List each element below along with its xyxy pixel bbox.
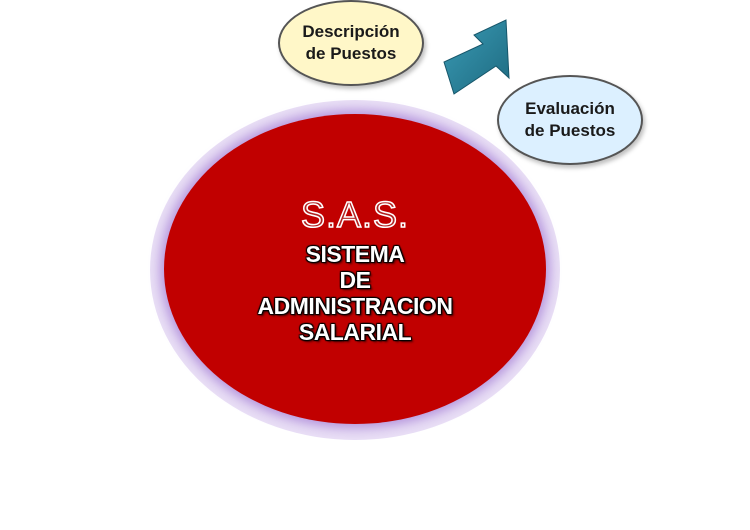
sas-ellipse — [164, 114, 546, 424]
sas-line-2: DE — [339, 267, 371, 293]
evaluacion-line-2: de Puestos — [524, 121, 616, 140]
flow-arrow-icon — [443, 19, 510, 95]
descripcion-line-2: de Puestos — [305, 44, 397, 63]
sas-line-3: ADMINISTRACION — [257, 293, 453, 319]
sas-line-4: SALARIAL — [298, 319, 412, 345]
sas-acronym: S.A.S. — [300, 193, 410, 236]
descripcion-line-1: Descripción — [302, 22, 400, 41]
descripcion-puestos-bubble: Descripción de Puestos — [278, 0, 424, 86]
sas-line-1: SISTEMA — [305, 241, 405, 267]
evaluacion-line-1: Evaluación — [525, 99, 615, 118]
evaluacion-puestos-bubble: Evaluación de Puestos — [497, 75, 643, 165]
